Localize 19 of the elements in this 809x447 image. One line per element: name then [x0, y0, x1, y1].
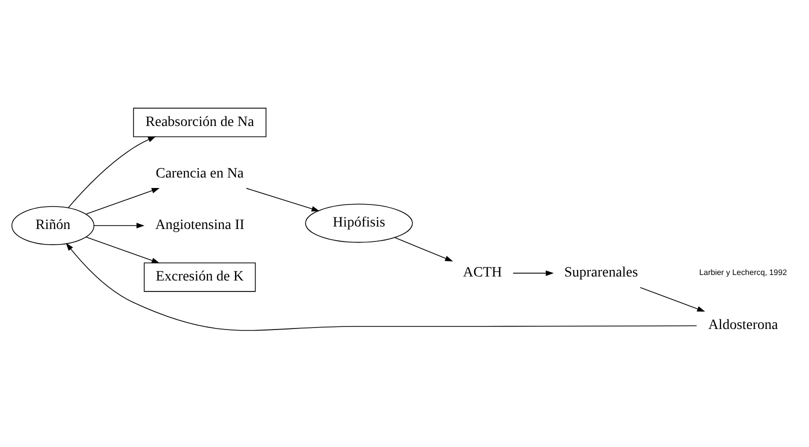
- node-text: ACTH: [463, 264, 502, 280]
- node-box: Excresión de K: [144, 262, 256, 292]
- arrow: [94, 222, 144, 228]
- node-text: Aldosterona: [708, 316, 778, 333]
- arrow: [86, 236, 160, 263]
- arrow: [66, 242, 698, 330]
- node-box: Reabsorción de Na: [133, 107, 266, 137]
- arrow: [68, 136, 156, 208]
- arrow: [512, 270, 554, 276]
- arrow: [640, 286, 706, 312]
- node-ellipse: Hipófisis: [305, 203, 413, 242]
- node-text: Angiotensina II: [155, 216, 244, 233]
- node-text: Suprarenales: [564, 264, 638, 280]
- arrow: [394, 236, 454, 261]
- node-ellipse: Riñón: [11, 206, 94, 245]
- arrow: [246, 187, 320, 211]
- node-text: Carencia en Na: [156, 165, 244, 182]
- arrow: [86, 187, 160, 214]
- label: Larbier y Lechercq, 1992: [699, 268, 787, 277]
